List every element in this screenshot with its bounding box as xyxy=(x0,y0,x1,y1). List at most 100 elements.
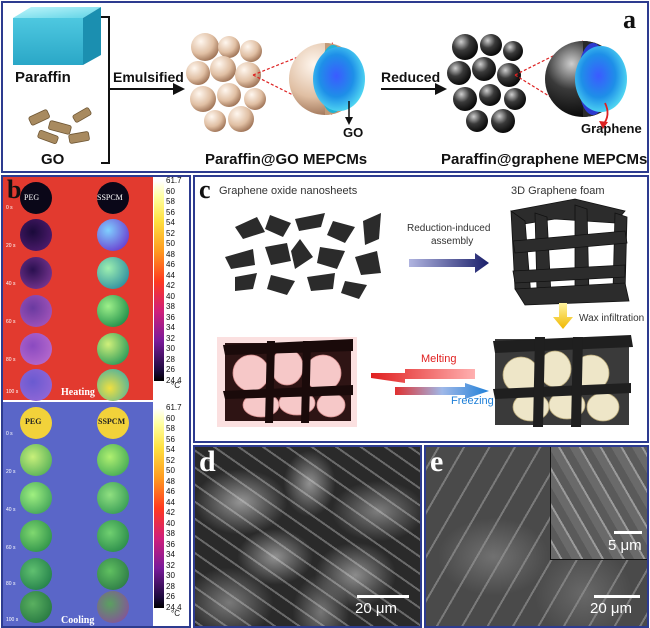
cooling-peg-header: PEG xyxy=(25,417,42,426)
cool-time-0: 0 s xyxy=(6,431,13,437)
panel-b-label: b xyxy=(7,175,22,204)
heat-sspcm-3 xyxy=(97,295,129,327)
heat-sspcm-0 xyxy=(97,182,129,214)
heat-time-4: 80 s xyxy=(6,357,16,363)
heat-time-1: 20 s xyxy=(6,243,16,249)
scale-tick: 56 xyxy=(166,207,175,217)
panel-d-label: d xyxy=(199,445,216,478)
scale-tick: 61.7 xyxy=(166,176,182,185)
scale-tick: 60 xyxy=(166,413,175,423)
heat-peg-3 xyxy=(20,295,52,327)
panel-d-scale-bar xyxy=(357,595,409,598)
reduction-label-line1: Reduction-induced xyxy=(407,223,491,234)
emulsified-label: Emulsified xyxy=(113,69,184,85)
cool-sspcm-1 xyxy=(97,444,129,476)
freezing-label: Freezing xyxy=(451,395,494,407)
cool-sspcm-2 xyxy=(97,482,129,514)
scale-tick: 60 xyxy=(166,186,175,196)
scale-tick: 50 xyxy=(166,466,175,476)
cool-time-5: 100 s xyxy=(6,617,19,623)
panel-e: e 5 μm 20 μm xyxy=(424,445,649,628)
scale-tick: 36 xyxy=(166,312,175,322)
cool-peg-4 xyxy=(20,558,52,590)
scale-tick: 38 xyxy=(166,302,175,312)
panel-a-graphics xyxy=(13,7,627,164)
heat-peg-2 xyxy=(20,257,52,289)
scale-tick: 26 xyxy=(166,592,175,602)
scale-tick: 48 xyxy=(166,249,175,259)
scale-tick: 36 xyxy=(166,539,175,549)
scale-tick: 28 xyxy=(166,354,175,364)
reduction-label-line2: assembly xyxy=(431,236,474,247)
cooling-sspcm-header: SSPCM xyxy=(98,417,126,426)
scale-tick: 40 xyxy=(166,518,175,528)
cool-peg-2 xyxy=(20,482,52,514)
heating-color-scale xyxy=(154,181,164,381)
cool-sspcm-5 xyxy=(97,591,129,623)
panel-a: a Paraffin GO Emulsified Reduced GO Grap… xyxy=(1,1,649,173)
heat-time-0: 0 s xyxy=(6,205,13,211)
graphene-pointer-label: Graphene xyxy=(581,121,642,136)
graphene-foam-label: 3D Graphene foam xyxy=(511,185,605,197)
scale-tick: 54 xyxy=(166,445,175,455)
cool-sspcm-4 xyxy=(97,558,129,590)
reduced-label: Reduced xyxy=(381,69,441,85)
heat-peg-5 xyxy=(20,369,52,401)
panel-d: d 20 μm xyxy=(193,445,422,628)
cool-peg-0 xyxy=(20,407,52,439)
panel-c-graphics xyxy=(217,198,633,427)
heating-sspcm-header: SSPCM xyxy=(97,193,123,202)
heat-peg-0 xyxy=(20,182,52,214)
panel-a-label: a xyxy=(623,5,636,34)
scale-tick: 24.4 xyxy=(166,376,182,385)
scale-tick: 42 xyxy=(166,508,175,518)
heat-sspcm-1 xyxy=(97,219,129,251)
scale-tick: 52 xyxy=(166,455,175,465)
scale-tick: 26 xyxy=(166,365,175,375)
panel-d-scale-label: 20 μm xyxy=(355,600,397,617)
heat-peg-4 xyxy=(20,333,52,365)
scale-tick: 42 xyxy=(166,281,175,291)
scale-tick: 32 xyxy=(166,333,175,343)
scale-tick: 52 xyxy=(166,228,175,238)
scale-tick: 30 xyxy=(166,344,175,354)
scale-tick: 50 xyxy=(166,239,175,249)
wax-infiltration-label: Wax infiltration xyxy=(579,313,645,324)
panel-e-inset-scale-label: 5 μm xyxy=(608,537,642,554)
paraffin-label: Paraffin xyxy=(15,69,71,86)
melting-label: Melting xyxy=(421,353,457,365)
cooling-color-scale xyxy=(154,408,164,608)
cooling-thermal-image xyxy=(3,402,153,626)
scale-tick: 46 xyxy=(166,487,175,497)
scale-tick: 58 xyxy=(166,197,175,207)
scale-tick: 61.7 xyxy=(166,403,182,412)
heating-unit: °C xyxy=(171,381,180,390)
scale-tick: 32 xyxy=(166,560,175,570)
cool-peg-3 xyxy=(20,520,52,552)
scale-tick: 44 xyxy=(166,497,175,507)
heat-time-3: 60 s xyxy=(6,319,16,325)
scale-tick: 46 xyxy=(166,260,175,270)
cool-time-4: 80 s xyxy=(6,581,16,587)
heating-caption: Heating xyxy=(61,387,95,398)
cool-time-3: 60 s xyxy=(6,545,16,551)
scale-tick: 44 xyxy=(166,270,175,280)
panel-c: c Graphene oxide nanosheets 3D Graphene … xyxy=(193,175,649,443)
cool-peg-5 xyxy=(20,591,52,623)
scale-tick: 34 xyxy=(166,550,175,560)
panel-e-inset-image xyxy=(550,447,647,560)
panel-e-scale-label: 20 μm xyxy=(590,600,632,617)
panel-e-label: e xyxy=(430,445,444,478)
scale-tick: 38 xyxy=(166,529,175,539)
heat-peg-1 xyxy=(20,219,52,251)
cooling-unit: °C xyxy=(171,609,180,618)
panel-b: PEG SSPCM PEG SSPCM 0 s 20 s 40 s 60 s 8… xyxy=(1,175,191,628)
panel-e-scale-bar xyxy=(594,595,640,598)
scale-tick: 56 xyxy=(166,434,175,444)
scale-tick: 54 xyxy=(166,218,175,228)
cool-time-2: 40 s xyxy=(6,507,16,513)
heat-sspcm-2 xyxy=(97,257,129,289)
panel-e-inset-scale-bar xyxy=(614,531,642,534)
product1-label: Paraffin@GO MEPCMs xyxy=(205,151,368,168)
heating-peg-header: PEG xyxy=(24,193,40,202)
